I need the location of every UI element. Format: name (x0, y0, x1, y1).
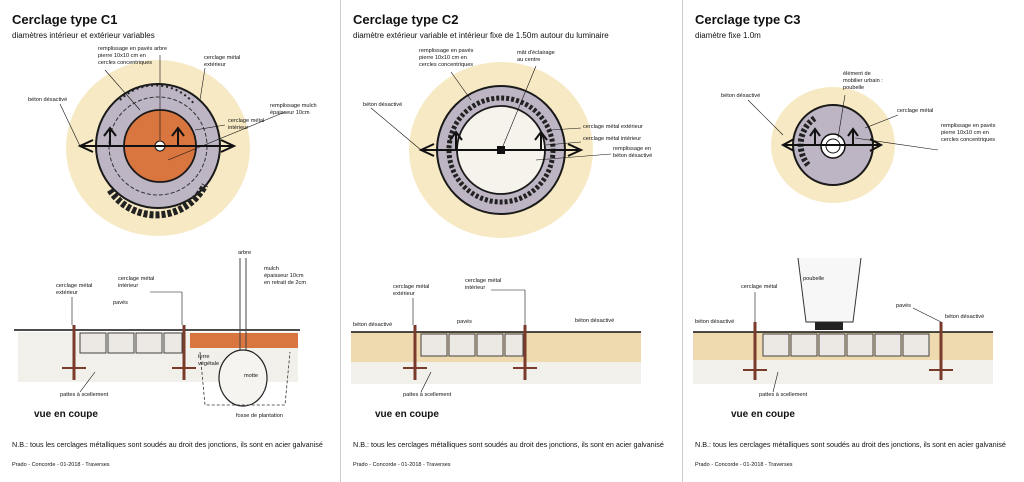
section-label-cerclage: cerclage métal (741, 284, 778, 290)
section-label-beton-right: béton désactivé (945, 314, 985, 320)
label-mulch: remplissage mulch épaisseur 10cm (270, 103, 317, 116)
label-beton: béton désactivé (363, 102, 403, 108)
label-arbre: arbre (154, 46, 168, 52)
c2-plan-view (370, 62, 612, 238)
c2-drawing (351, 62, 641, 393)
sheet-subtitle: diamètres intérieur et extérieur variabl… (12, 31, 155, 40)
section-label-beton-right: béton désactivé (575, 318, 615, 324)
label-element: élément de mobilier urbain : poubelle (843, 71, 883, 91)
section-label-paves: pavés (457, 319, 472, 325)
section-label-fosse: fosse de plantation (236, 413, 283, 419)
section-caption: vue en coupe (731, 409, 795, 420)
label-beton: béton désactivé (28, 97, 68, 103)
nb-note: N.B.: tous les cerclages métalliques son… (353, 440, 664, 449)
sheet-c1: Cerclage type C1 diamètres intérieur et … (0, 0, 341, 482)
section-label-beton-left: béton désactivé (353, 322, 393, 328)
section-label-cerclage-int: cerclage métal intérieur (465, 278, 502, 291)
c1-drawing (14, 55, 300, 407)
sheet-title: Cerclage type C1 (12, 12, 118, 27)
label-remplissage: remplissage en pavés pierre 10x10 cm en … (941, 123, 996, 143)
label-cerclage-ext: cerclage métal extérieur (583, 124, 643, 130)
section-label-pattes: pattes à scellement (759, 392, 808, 398)
section-label-paves: pavés (896, 303, 911, 309)
section-label-mulch: mulch épaisseur 10cm en retrait de 2cm (264, 266, 306, 286)
section-label-pattes: pattes à scellement (60, 392, 109, 398)
section-caption: vue en coupe (34, 409, 98, 420)
sheet-title: Cerclage type C2 (353, 12, 459, 27)
c1-plan-view (59, 55, 286, 236)
sheet-c3: Cerclage type C3 diamètre fixe 1.0m (683, 0, 1024, 482)
nb-note: N.B.: tous les cerclages métalliques son… (12, 440, 323, 449)
section-label-arbre: arbre (238, 250, 252, 256)
section-label-beton-left: béton désactivé (695, 319, 735, 325)
section-label-motte: motte (244, 373, 258, 379)
label-remplissage: remplissage en pavés pierre 10x10 cm en … (419, 48, 474, 68)
section-label-pattes: pattes à scellement (403, 392, 452, 398)
label-cerclage: cerclage métal (897, 108, 934, 114)
credit: Prado - Concorde - 01-2018 - Traverses (353, 462, 451, 468)
credit: Prado - Concorde - 01-2018 - Traverses (12, 462, 110, 468)
c3-plan-view (747, 87, 939, 203)
label-cerclage-int: cerclage métal intérieur (583, 136, 642, 142)
section-caption: vue en coupe (375, 409, 439, 420)
section-label-terre: terre végétale (198, 354, 220, 367)
label-cerclage-int: cerclage métal intérieur (228, 118, 265, 131)
label-mat: mât d'éclairage au centre (517, 50, 555, 63)
section-label-cerclage-ext: cerclage métal extérieur (56, 283, 93, 296)
section-label-poubelle: poubelle (803, 276, 825, 282)
sheet-title: Cerclage type C3 (695, 12, 801, 27)
sheet-c2: Cerclage type C2 diamètre extérieur vari… (341, 0, 683, 482)
sheet-subtitle: diamètre fixe 1.0m (695, 31, 761, 40)
label-cerclage-ext: cerclage métal extérieur (204, 55, 241, 68)
section-label-cerclage-ext: cerclage métal extérieur (393, 284, 430, 297)
label-beton: béton désactivé (721, 93, 761, 99)
label-remplissage: remplissage en pavés pierre 10x10 cm en … (98, 46, 153, 66)
section-label-cerclage-int: cerclage métal intérieur (118, 276, 155, 289)
nb-note: N.B.: tous les cerclages métalliques son… (695, 440, 1006, 449)
c2-section-view (351, 289, 641, 393)
c3-section-view (693, 257, 993, 393)
label-remplissage-beton: remplissage en béton désactivé (613, 146, 653, 159)
section-label-paves: pavés (113, 300, 128, 306)
credit: Prado - Concorde - 01-2018 - Traverses (695, 462, 793, 468)
c1-section-view (14, 258, 300, 407)
c3-drawing (693, 87, 993, 393)
sheet-subtitle: diamètre extérieur variable et intérieur… (353, 31, 609, 40)
